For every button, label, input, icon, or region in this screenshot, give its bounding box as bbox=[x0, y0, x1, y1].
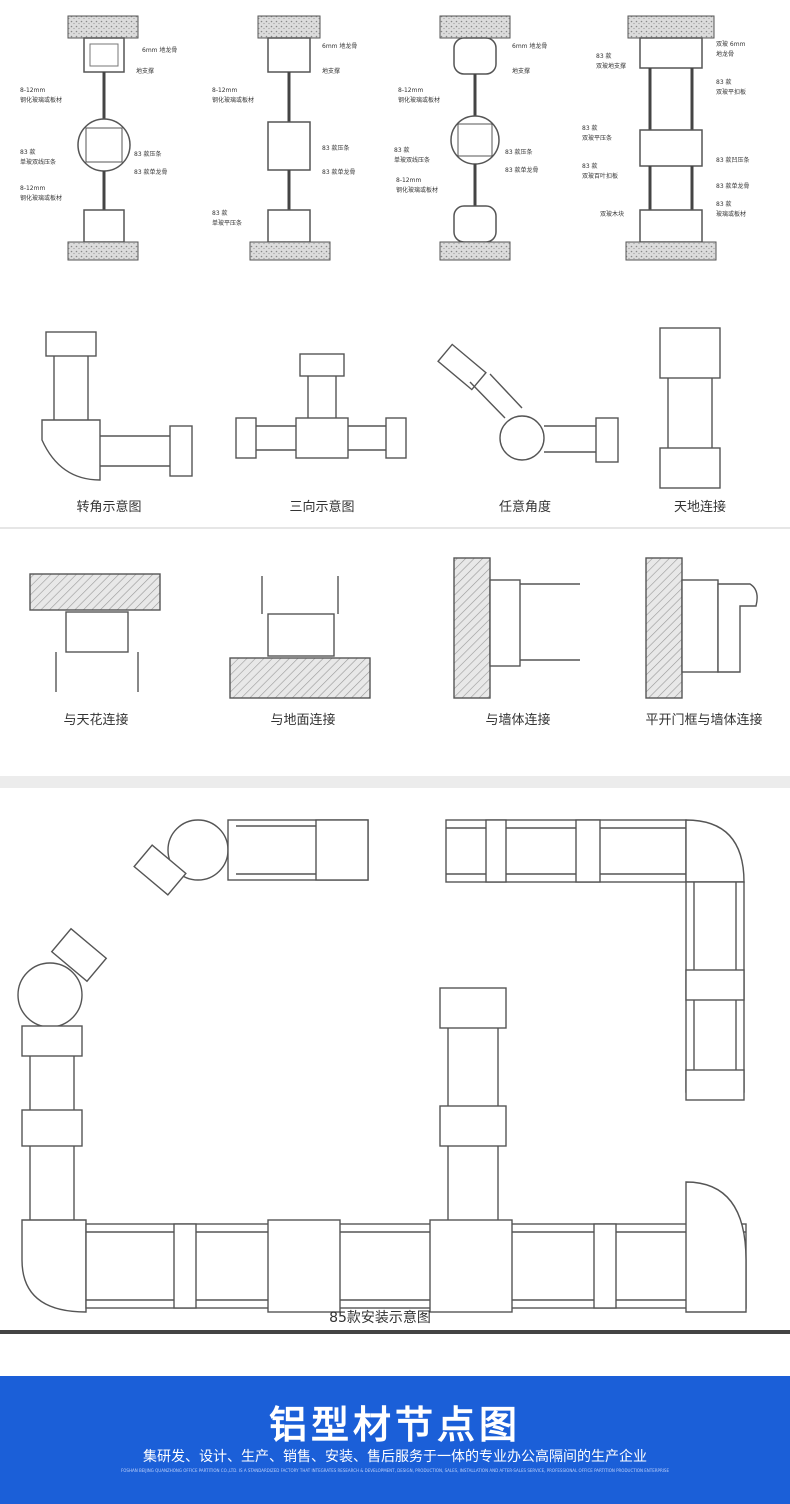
d2-label-2: 8-12mm bbox=[212, 87, 237, 94]
caption-wall-connection: 与墙体连接 bbox=[485, 712, 550, 728]
d1-label-8: 83 款压条 bbox=[134, 150, 162, 158]
corner-diagram bbox=[41, 331, 193, 481]
d3-label-1: 地支撑 bbox=[512, 67, 530, 75]
d1-label-6: 8-12mm bbox=[20, 185, 45, 192]
vertical-section-svg: 6mm 地龙骨 地支撑 8-12mm 钢化玻璃或板材 83 款 单玻双线压条 8… bbox=[20, 15, 750, 261]
caption-floor-ceiling: 天地连接 bbox=[674, 499, 726, 515]
floor-ceiling-diagram bbox=[659, 327, 721, 489]
caption-corner: 转角示意图 bbox=[76, 499, 141, 515]
caption-ceiling-connection: 与天花连接 bbox=[63, 712, 128, 728]
d3-label-5: 单玻双线压条 bbox=[394, 156, 430, 164]
d1-label-3: 钢化玻璃或板材 bbox=[20, 96, 62, 104]
d4-label-13: 83 款 bbox=[716, 200, 732, 208]
section-diagram-4: 双玻 6mm 地龙骨 83 款 双玻地支撑 83 款 双玻平扣板 83 款 双玻… bbox=[582, 15, 750, 261]
d3-label-8: 8-12mm bbox=[396, 177, 421, 184]
d1-label-0: 6mm 地龙骨 bbox=[142, 46, 177, 54]
plan-bottom-run bbox=[21, 1181, 747, 1313]
vertical-section-drawings: 6mm 地龙骨 地支撑 8-12mm 钢化玻璃或板材 83 款 单玻双线压条 8… bbox=[0, 0, 790, 290]
banner-title: 铝型材节点图 bbox=[268, 1403, 521, 1447]
wall-connections: 与天花连接 与地面连接 与墙体连接 平开门框与墙体连接 bbox=[0, 540, 790, 770]
ceiling-connection-diagram bbox=[29, 573, 161, 692]
d1-label-4: 83 款 bbox=[20, 148, 36, 156]
installation-plan: 85款安装示意图 bbox=[0, 790, 790, 1330]
d3-label-4: 83 款 bbox=[394, 146, 410, 154]
plan-top-right-run bbox=[445, 819, 745, 1101]
section-diagram-1: 6mm 地龙骨 地支撑 8-12mm 钢化玻璃或板材 83 款 单玻双线压条 8… bbox=[20, 15, 177, 261]
door-frame-wall-diagram bbox=[645, 557, 758, 699]
banner-fine-print: FOSHAN BEIJING QUANZHONG OFFICE PARTITIO… bbox=[120, 1468, 669, 1473]
d4-label-1: 地龙骨 bbox=[716, 50, 734, 58]
d4-label-9: 双玻百叶扣板 bbox=[582, 172, 618, 180]
title-banner: 铝型材节点图 集研发、设计、生产、销售、安装、售后服务于一体的专业办公高隔间的生… bbox=[0, 1376, 790, 1504]
d4-label-7: 双玻平压条 bbox=[582, 134, 612, 142]
wall-connection-diagram bbox=[453, 557, 580, 699]
d2-label-5: 83 款单龙骨 bbox=[322, 168, 356, 176]
d4-label-3: 双玻地支撑 bbox=[596, 62, 626, 70]
caption-three-way: 三向示意图 bbox=[289, 499, 354, 515]
d1-label-5: 单玻双线压条 bbox=[20, 158, 56, 166]
divider-2 bbox=[0, 776, 790, 788]
d2-label-0: 6mm 地龙骨 bbox=[322, 42, 357, 50]
d4-label-10: 83 款凹压条 bbox=[716, 156, 750, 164]
d3-label-3: 钢化玻璃或板材 bbox=[398, 96, 440, 104]
any-angle-diagram bbox=[437, 343, 619, 463]
section-diagram-3: 6mm 地龙骨 地支撑 8-12mm 钢化玻璃或板材 83 款 单玻双线压条 8… bbox=[394, 15, 547, 261]
d3-label-6: 83 款压条 bbox=[505, 148, 533, 156]
d1-label-7: 钢化玻璃或板材 bbox=[20, 194, 62, 202]
plan-center-column bbox=[439, 987, 507, 1220]
d2-label-7: 单玻平压条 bbox=[212, 219, 242, 227]
d1-label-9: 83 款单龙骨 bbox=[134, 168, 168, 176]
d4-label-2: 83 款 bbox=[596, 52, 612, 60]
d3-label-0: 6mm 地龙骨 bbox=[512, 42, 547, 50]
wall-connections-svg: 与天花连接 与地面连接 与墙体连接 平开门框与墙体连接 bbox=[29, 557, 763, 728]
d2-label-1: 地支撑 bbox=[322, 67, 340, 75]
d4-label-8: 83 款 bbox=[582, 162, 598, 170]
connection-types: 转角示意图 三向示意图 任意角度 天地连接 bbox=[0, 310, 790, 530]
connection-types-svg: 转角示意图 三向示意图 任意角度 天地连接 bbox=[41, 327, 726, 515]
section-diagram-2: 6mm 地龙骨 地支撑 8-12mm 钢化玻璃或板材 83 款压条 83 款单龙… bbox=[212, 15, 357, 261]
d3-label-7: 83 款单龙骨 bbox=[505, 166, 539, 174]
three-way-diagram bbox=[235, 353, 407, 459]
d2-label-3: 钢化玻璃或板材 bbox=[212, 96, 254, 104]
plan-top-left-run bbox=[133, 819, 369, 896]
caption-floor-connection: 与地面连接 bbox=[270, 712, 335, 728]
d2-label-4: 83 款压条 bbox=[322, 144, 350, 152]
d4-label-6: 83 款 bbox=[582, 124, 598, 132]
d2-label-6: 83 款 bbox=[212, 209, 228, 217]
divider-1 bbox=[0, 527, 790, 529]
d3-label-9: 钢化玻璃或板材 bbox=[396, 186, 438, 194]
plan-left-column bbox=[17, 927, 108, 1220]
caption-85-installation: 85款安装示意图 bbox=[329, 1309, 431, 1326]
d4-label-5: 双玻平扣板 bbox=[716, 88, 746, 96]
d3-label-2: 8-12mm bbox=[398, 87, 423, 94]
dark-separator bbox=[0, 1330, 790, 1334]
d4-label-12: 双玻木块 bbox=[600, 210, 624, 218]
installation-plan-svg: 85款安装示意图 bbox=[17, 819, 747, 1326]
d4-label-0: 双玻 6mm bbox=[716, 40, 746, 48]
d4-label-11: 83 款单龙骨 bbox=[716, 182, 750, 190]
caption-door-frame-wall: 平开门框与墙体连接 bbox=[645, 712, 762, 728]
d4-label-4: 83 款 bbox=[716, 78, 732, 86]
floor-connection-diagram bbox=[229, 576, 371, 699]
d1-label-2: 8-12mm bbox=[20, 87, 45, 94]
d1-label-1: 地支撑 bbox=[136, 67, 154, 75]
banner-subtitle: 集研发、设计、生产、销售、安装、售后服务于一体的专业办公高隔间的生产企业 bbox=[143, 1449, 647, 1465]
caption-any-angle: 任意角度 bbox=[499, 499, 551, 515]
d4-label-14: 玻璃或板材 bbox=[716, 210, 746, 218]
